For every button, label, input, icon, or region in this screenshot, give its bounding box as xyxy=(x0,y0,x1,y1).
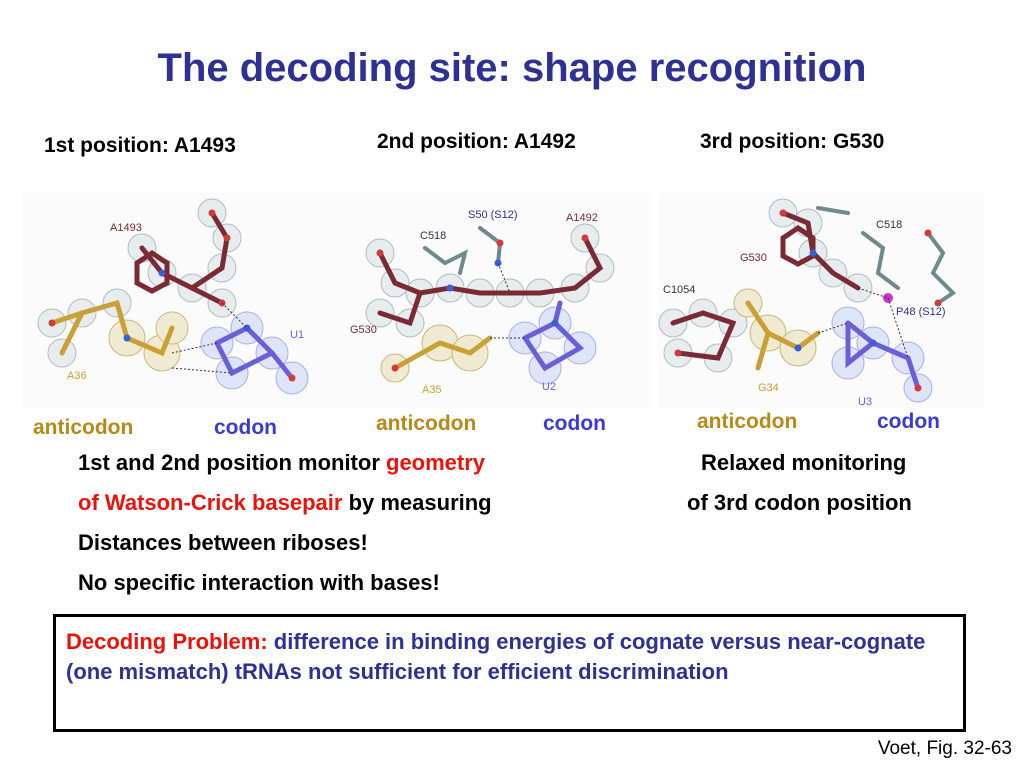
g530-label: G530 xyxy=(740,252,767,264)
left-text-line-3: Distances between riboses! xyxy=(78,530,368,555)
c518-label: C518 xyxy=(420,230,446,242)
a1493-structure-image: A1493 U1 A36 xyxy=(22,193,352,408)
left-text-line-2: of Watson-Crick basepair by measuring xyxy=(78,490,492,515)
panel3-anticodon-label: anticodon xyxy=(697,410,798,433)
right-text-line-1: Relaxed monitoring xyxy=(701,450,907,475)
panel2-anticodon-label: anticodon xyxy=(376,412,477,435)
figure-credit: Voet, Fig. 32-63 xyxy=(877,738,1012,759)
panel1-codon-label: codon xyxy=(214,416,277,439)
decoding-problem-text: difference in binding energies of cognat… xyxy=(66,629,926,684)
a1492-label: A1492 xyxy=(566,212,598,224)
third-position-heading: 3rd position: G530 xyxy=(700,130,885,153)
page-title: The decoding site: shape recognition xyxy=(157,46,867,90)
decoding-problem-label: Decoding Problem: xyxy=(66,629,268,654)
c518-label: C518 xyxy=(876,219,902,231)
u2-label: U2 xyxy=(542,381,556,393)
g530-structure-image: C518 G530 C1054 P48 (S12) G34 U3 xyxy=(658,193,984,408)
panel3-codon-label: codon xyxy=(877,410,940,433)
p48-s12-label: P48 (S12) xyxy=(896,306,946,318)
left-text-line-4: No specific interaction with bases! xyxy=(78,570,440,595)
a1493-label: A1493 xyxy=(110,222,142,234)
decoding-problem-box: Decoding Problem: difference in binding … xyxy=(53,614,966,732)
panel1-anticodon-label: anticodon xyxy=(33,416,134,439)
panel2-codon-label: codon xyxy=(543,412,606,435)
watson-crick-emphasis: of Watson-Crick basepair xyxy=(78,490,343,515)
first-position-heading: 1st position: A1493 xyxy=(44,134,236,157)
a1492-structure-image: S50 (S12) A1492 C518 G530 A35 U2 xyxy=(350,193,652,408)
left-text-line-1: 1st and 2nd position monitor geometry xyxy=(78,450,486,475)
u1-label: U1 xyxy=(290,329,304,341)
g34-label: G34 xyxy=(758,382,779,394)
right-text-line-2: of 3rd codon position xyxy=(687,490,912,515)
c1054-label: C1054 xyxy=(663,284,695,296)
geometry-emphasis: geometry xyxy=(386,450,486,475)
second-position-heading: 2nd position: A1492 xyxy=(377,130,576,153)
a36-label: A36 xyxy=(67,370,87,382)
s50-s12-label: S50 (S12) xyxy=(468,209,518,221)
u3-label: U3 xyxy=(858,396,872,408)
g530-label: G530 xyxy=(350,324,377,336)
a35-label: A35 xyxy=(422,384,442,396)
